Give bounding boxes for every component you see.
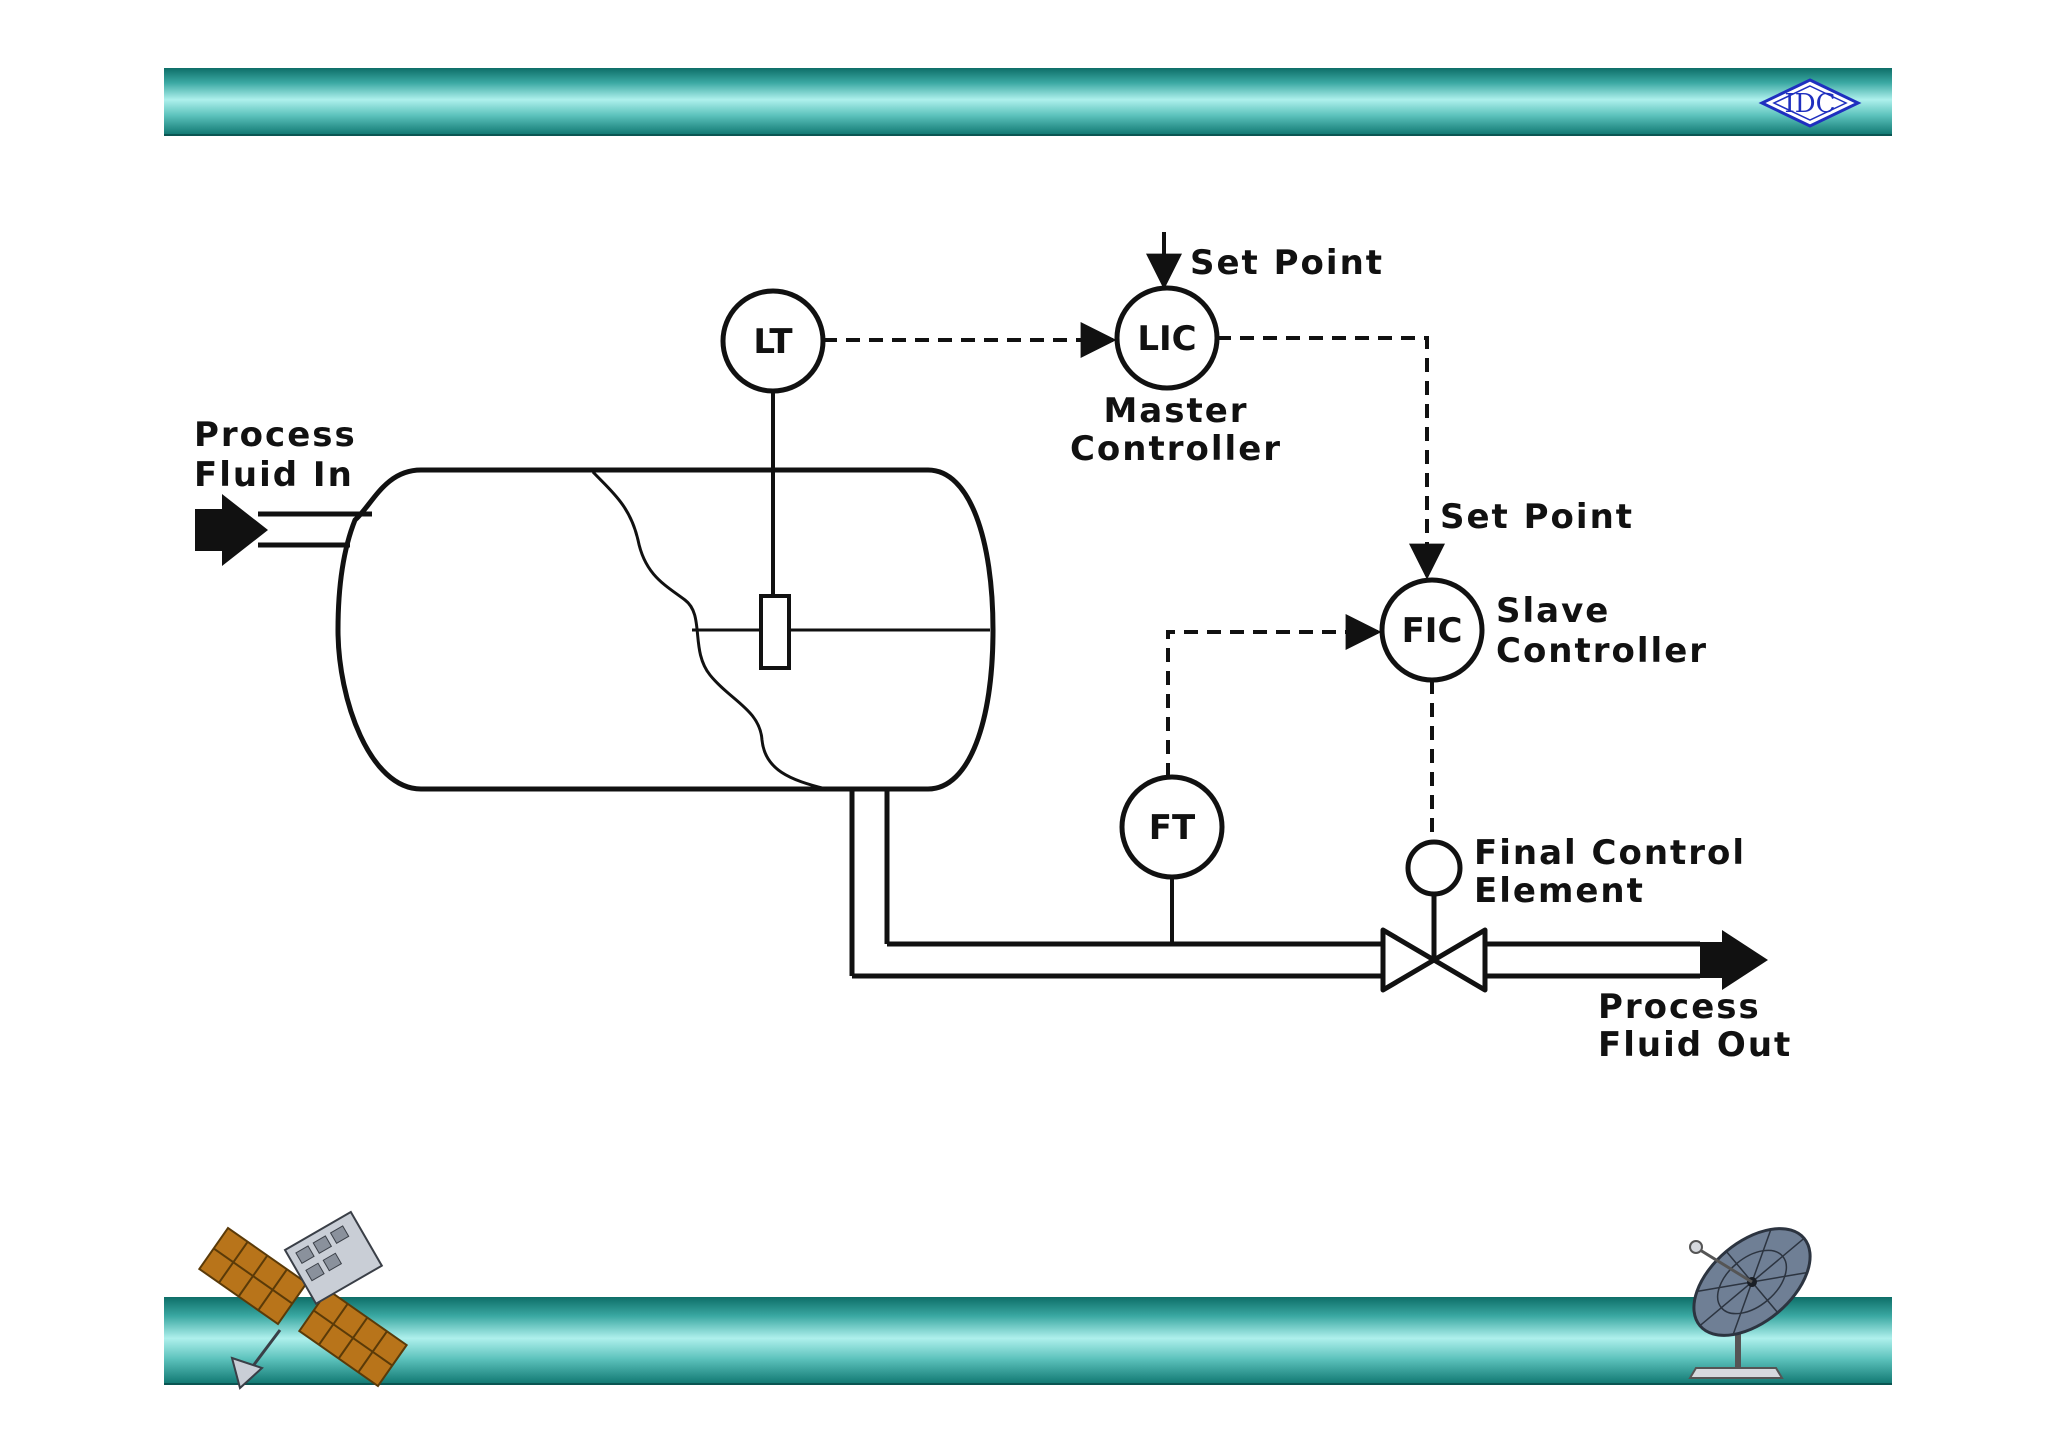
final-control-label-2: Element: [1474, 871, 1645, 911]
outlet-pipe: [849, 789, 1700, 979]
lic-controller: LIC: [1114, 285, 1220, 391]
header-band: [164, 68, 1892, 136]
lic-label: LIC: [1137, 319, 1196, 359]
process-out-label-2: Fluid Out: [1598, 1025, 1792, 1065]
ft-to-fic-signal: [1166, 614, 1382, 777]
signal-lines: [823, 322, 1445, 842]
set-point-slave-label: Set Point: [1440, 497, 1634, 537]
fic-controller: FIC: [1379, 577, 1485, 683]
inlet-pipe: [258, 511, 372, 548]
logo-text: IDC: [1784, 89, 1835, 119]
vessel: [335, 467, 996, 792]
diagram-labels: Process Fluid In Set Point Master Contro…: [194, 243, 1792, 1065]
master-label-2: Controller: [1070, 429, 1282, 469]
idc-logo: IDC: [1758, 78, 1862, 128]
lt-transmitter: LT: [720, 288, 826, 670]
lic-to-fic-signal: [1217, 336, 1445, 580]
process-in-label-2: Fluid In: [194, 455, 354, 495]
control-valve: [1380, 839, 1488, 993]
lt-label: LT: [753, 322, 793, 362]
final-control-label-1: Final Control: [1474, 833, 1746, 873]
inlet-arrow-icon: [195, 494, 268, 566]
ft-label: FT: [1149, 808, 1196, 848]
satellite-icon: [197, 1210, 409, 1390]
master-label-1: Master: [1103, 391, 1248, 431]
set-point-master-label: Set Point: [1190, 243, 1384, 283]
fic-label: FIC: [1402, 611, 1463, 651]
process-out-label-1: Process: [1598, 987, 1761, 1027]
footer-band: [164, 1297, 1892, 1385]
outlet-arrow-icon: [1700, 930, 1768, 990]
satellite-dish-icon: [1688, 1227, 1812, 1379]
process-in-label-1: Process: [194, 415, 357, 455]
ft-transmitter: FT: [1119, 774, 1225, 944]
slave-label-2: Controller: [1496, 631, 1708, 671]
slave-label-1: Slave: [1496, 591, 1610, 631]
